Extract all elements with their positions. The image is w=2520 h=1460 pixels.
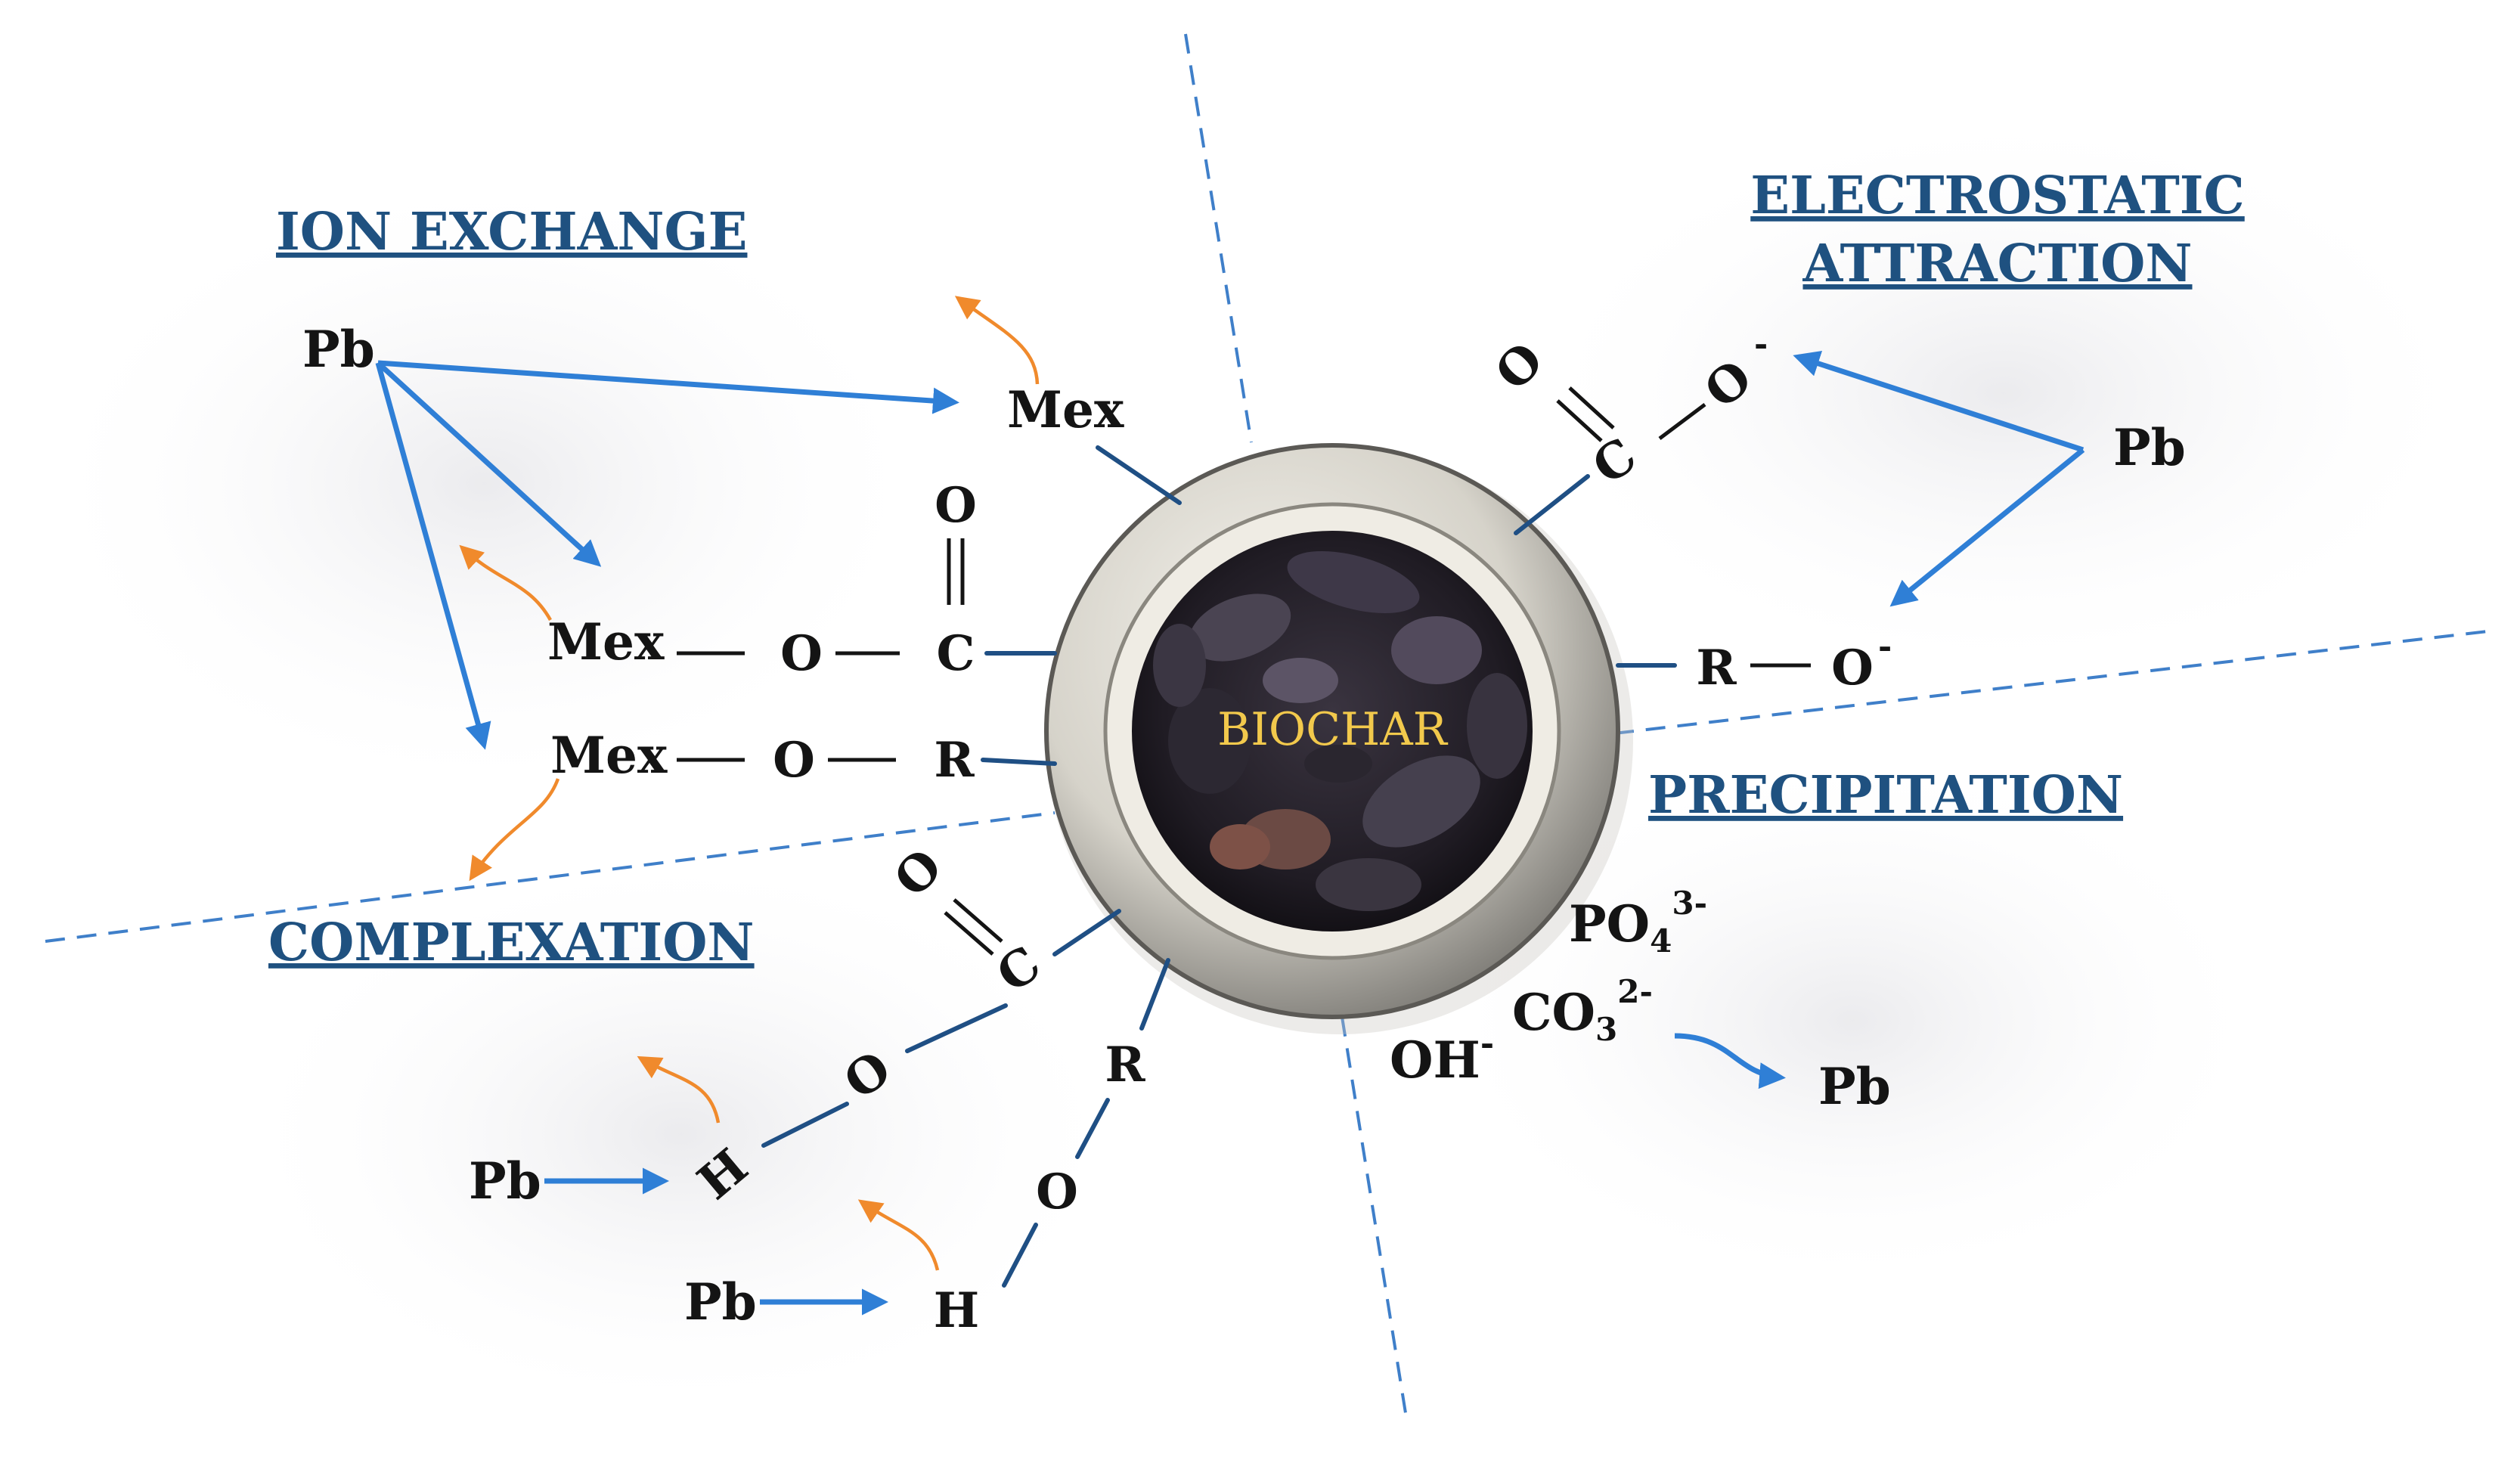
divider-bottom [1341,1016,1408,1418]
bond-o-h-acid [761,1102,849,1148]
complexation-pb-hydroxyl: Pb [684,1272,757,1331]
complexation-pb-acid: Pb [469,1152,541,1210]
bond-o-h-hydroxyl [1002,1223,1038,1288]
mex-top: Mex [1007,380,1124,439]
divider-top [1184,33,1253,443]
ion-exchange-o-mid: O [780,625,823,682]
double-bond-acid-b [944,911,994,956]
double-bond-acid-a [953,898,1003,943]
electrostatic-pb: Pb [2113,418,2186,477]
complexation-r: R [1105,1037,1145,1093]
release-arrow-mex-low [469,778,560,882]
electrostatic-minus: - [1754,325,1768,364]
arrow-pb-to-alkoxide [1889,448,2085,607]
title-precipitation: PRECIPITATION [1648,765,2123,826]
divider-left [45,811,1055,943]
biochar-label: BIOCHAR [1217,703,1449,756]
hydroxide-formula: OH [1390,1031,1480,1090]
release-arrow-mex-mid [459,544,552,622]
mex-low: Mex [550,726,668,785]
release-arrow-mex-top [954,296,1040,385]
background-haze [30,166,938,801]
biochar-texture [1153,550,1527,911]
arrow-pb-to-mex-low [375,362,491,750]
ion-exchange-r-low: R [934,732,975,789]
phosphate-subscript: 4 [1650,922,1672,959]
release-arrow-h-hydroxyl [857,1199,940,1271]
complexation-h-hydroxyl: H [934,1282,979,1339]
ion-exchange-o-carbonyl: O [935,477,977,534]
hydroxide-charge: - [1480,1024,1494,1063]
complexation-o-hydroxyl: O [1036,1164,1078,1220]
title-complexation: COMPLEXATION [268,913,755,973]
electrostatic-o-minus-2: O [1831,640,1874,696]
arrow-pb-to-carboxylate [1793,351,2085,453]
bond-core-r-hydroxyl [1139,958,1170,1031]
bond-r-o-hydroxyl [1075,1098,1110,1159]
carbonate-charge: 2- [1617,973,1653,1010]
phosphate-charge: 3- [1672,885,1707,922]
title-ion-exchange: ION EXCHANGE [276,202,747,262]
carbonate: CO32- [1512,973,1653,1048]
precipitation-pb: Pb [1818,1057,1891,1116]
bond-mex-top [1096,445,1182,505]
background-haze [227,847,1134,1421]
bond-r-core [981,758,1057,766]
double-bond-a [1556,399,1603,442]
mex-mid: Mex [547,612,665,671]
ion-exchange-pb: Pb [302,320,375,379]
phosphate-formula: PO [1569,894,1650,953]
arrow-anions-to-pb [1674,1033,1786,1090]
arrow-pb-to-mex-mid [376,361,602,567]
release-arrow-h-acid [637,1055,721,1124]
ion-exchange-c-mid: C [937,625,975,682]
electrostatic-r: R [1696,640,1737,696]
carbonate-formula: CO [1512,983,1595,1042]
divider-right [1613,630,2488,735]
biochar-particle: BIOCHAR [1044,443,1633,1034]
bond-c-o [1658,403,1706,440]
electrostatic-minus-2: - [1878,628,1892,666]
bond-core-c [1514,474,1590,535]
hydroxide: OH- [1390,1024,1494,1090]
double-bond-b [1568,386,1615,429]
ion-exchange-o-low: O [773,732,815,789]
background-haze [1429,749,2276,1293]
phosphate: PO43- [1569,885,1707,959]
carbonate-subscript: 3 [1595,1011,1617,1048]
title-electrostatic-line2: ATTRACTION [1802,234,2192,294]
arrow-pb-to-mex-top [377,360,959,414]
title-electrostatic-line1: ELECTROSTATIC [1750,166,2245,226]
bond-c-o-acid [905,1003,1008,1053]
bond-core-c-acid [1052,909,1121,956]
background-haze [1520,106,2487,680]
